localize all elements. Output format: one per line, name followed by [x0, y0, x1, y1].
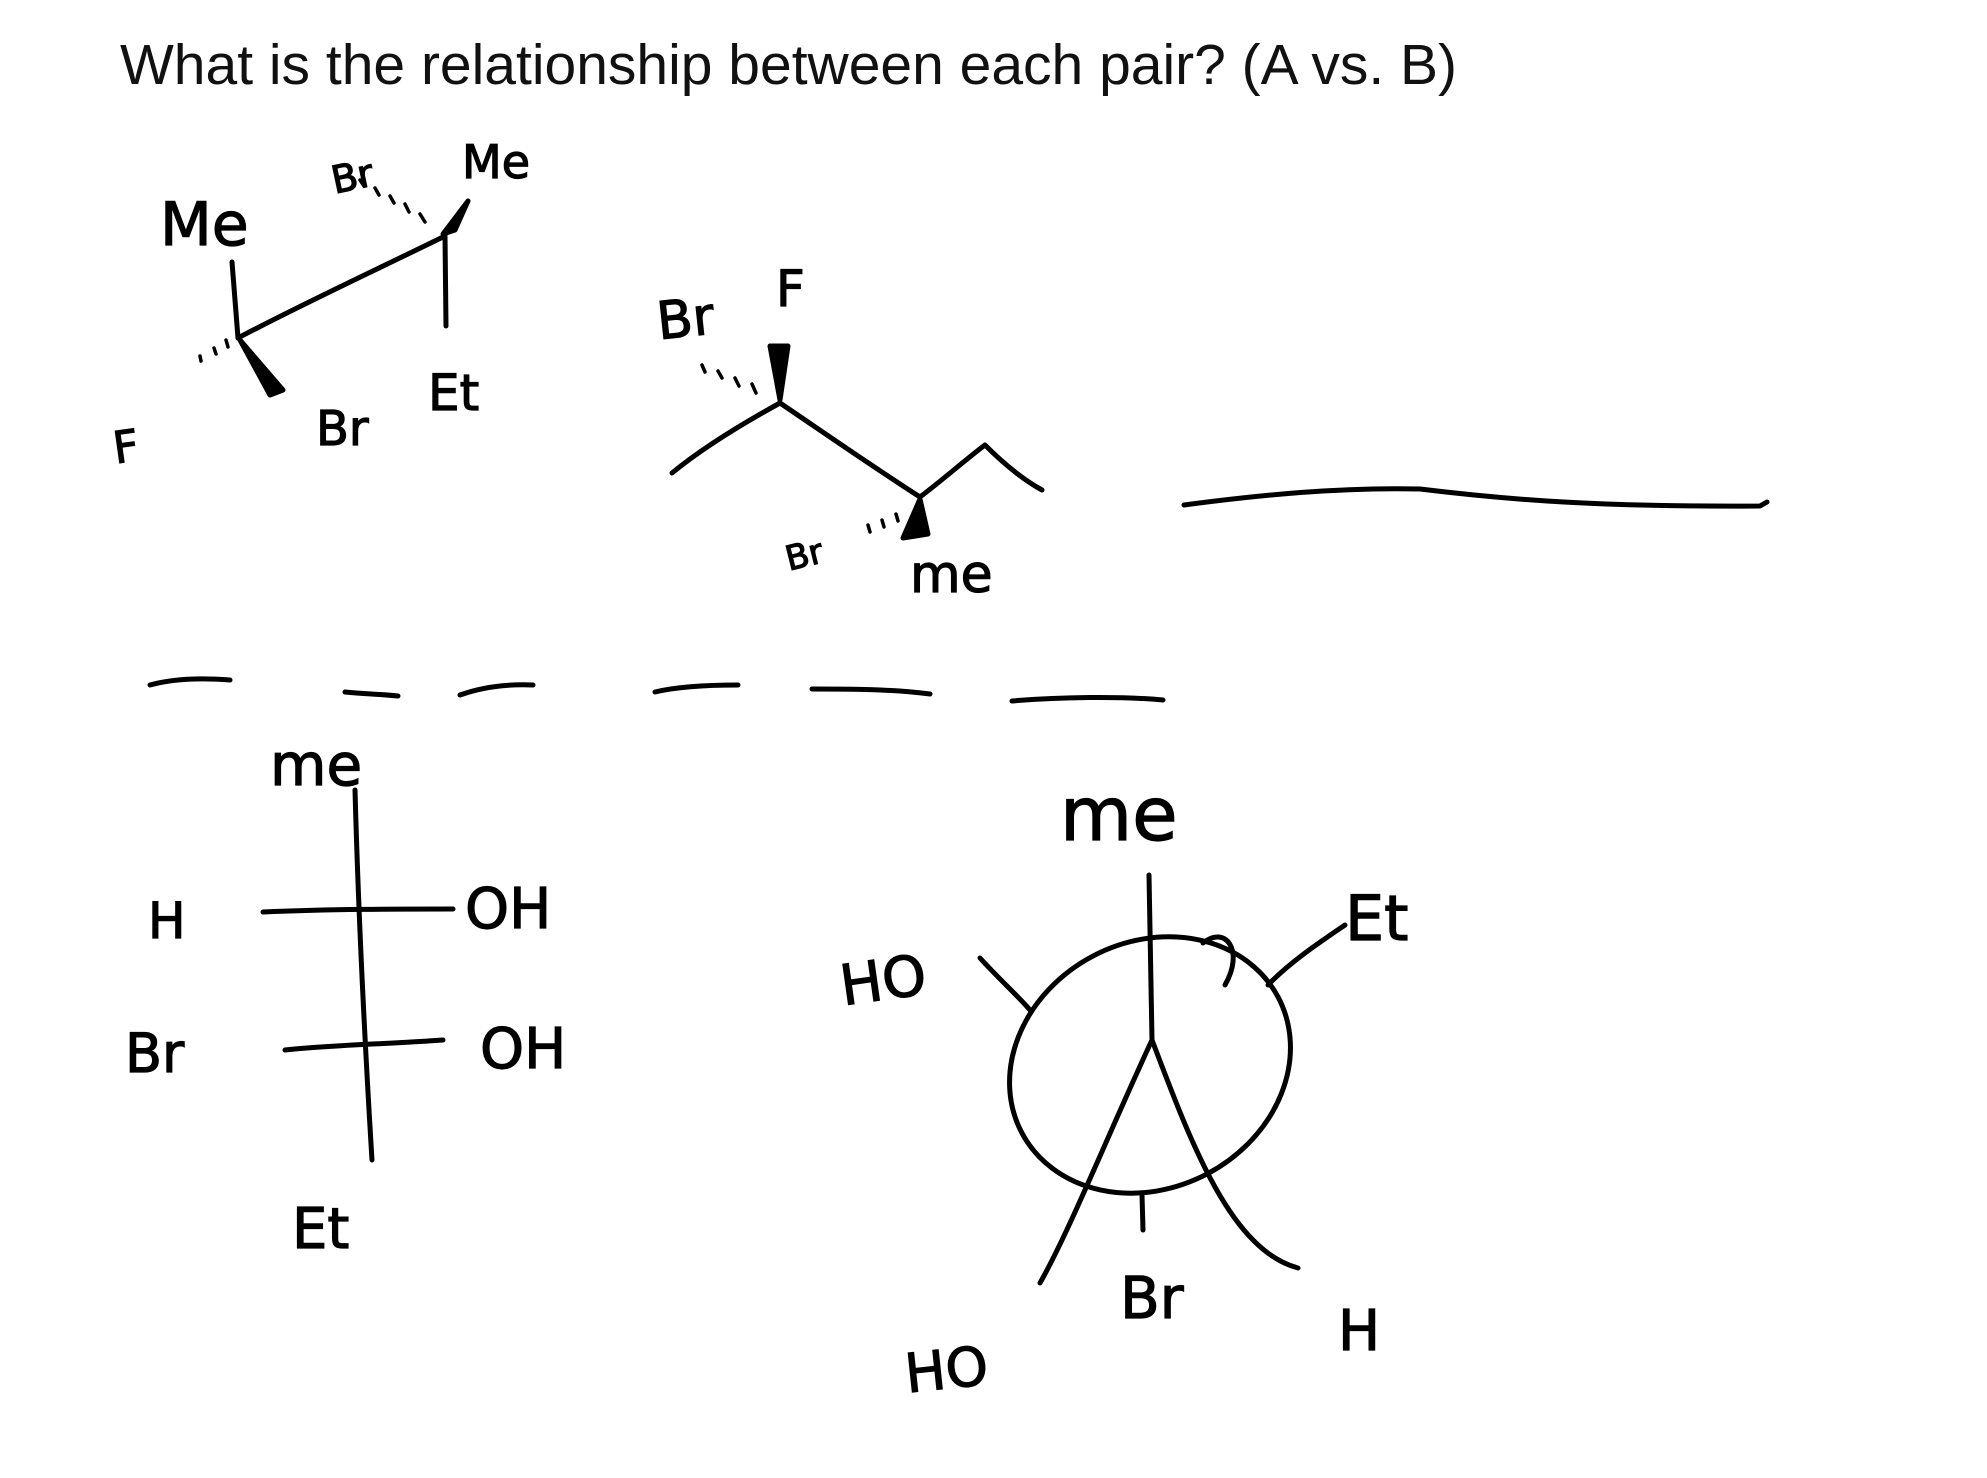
- label-et: Et: [428, 364, 479, 422]
- dash-bottom-br: [866, 512, 900, 534]
- dash-c2-br: [358, 178, 427, 224]
- back-bond-et: [1265, 922, 1348, 988]
- label-f: F: [776, 260, 805, 318]
- wedge-c1-br: [237, 337, 286, 398]
- label-me-top: Me: [462, 135, 530, 189]
- label-row1-right: OH: [465, 877, 551, 942]
- label-et: Et: [1345, 882, 1408, 955]
- bond-c1-c2: [235, 233, 448, 341]
- molecule-b-skeletal: Br F Br me: [653, 259, 1045, 606]
- bond-left-vertical: [229, 259, 241, 341]
- wedge-bottom-me: [900, 496, 931, 541]
- skeletal-chain: [669, 400, 1045, 500]
- wedge-c2-me: [440, 198, 471, 237]
- label-top: me: [270, 731, 362, 799]
- newman-projection: me HO Et Br HO H: [835, 771, 1409, 1406]
- label-ho-left: HO: [836, 943, 930, 1019]
- back-bond-ho: [977, 955, 1033, 1013]
- label-br-top: Br: [327, 151, 377, 203]
- label-row2-left: Br: [125, 1022, 185, 1085]
- front-bond-me: [1146, 872, 1155, 1043]
- dash-c1-f: [198, 338, 230, 363]
- curved-arrow: [1200, 934, 1236, 988]
- front-bond-ho: [1037, 1037, 1155, 1286]
- fischer-projection: me H OH Br OH Et: [124, 730, 566, 1262]
- fischer-row-1: [260, 906, 456, 915]
- dashed-separator: [147, 676, 1166, 704]
- bond-right-vertical: [442, 233, 449, 329]
- label-f: F: [110, 420, 142, 474]
- dash-top-br: [700, 363, 758, 395]
- label-ho-bottom: HO: [902, 1334, 991, 1405]
- front-bond-h: [1149, 1037, 1301, 1271]
- fischer-row-2: [282, 1037, 446, 1053]
- answer-line-1: [1181, 486, 1770, 509]
- label-h: H: [1338, 1299, 1380, 1364]
- question-title: What is the relationship between each pa…: [120, 33, 1458, 97]
- molecule-a-wedge-dash: Me Br Me F Br Et: [109, 134, 530, 475]
- fischer-vertical: [352, 787, 375, 1163]
- label-br: Br: [654, 287, 718, 353]
- label-me-left: Me: [160, 190, 249, 260]
- back-bond-br: [1139, 1192, 1146, 1233]
- label-row2-right: OH: [480, 1017, 566, 1082]
- label-row1-left: H: [148, 892, 186, 950]
- label-br-lower: Br: [781, 532, 827, 580]
- label-me: me: [910, 545, 993, 605]
- label-br-bottom: Br: [316, 401, 369, 457]
- label-bottom: Et: [292, 1197, 349, 1262]
- label-top: me: [1060, 772, 1178, 858]
- wedge-top-f: [767, 343, 791, 403]
- label-br: Br: [1120, 1264, 1184, 1332]
